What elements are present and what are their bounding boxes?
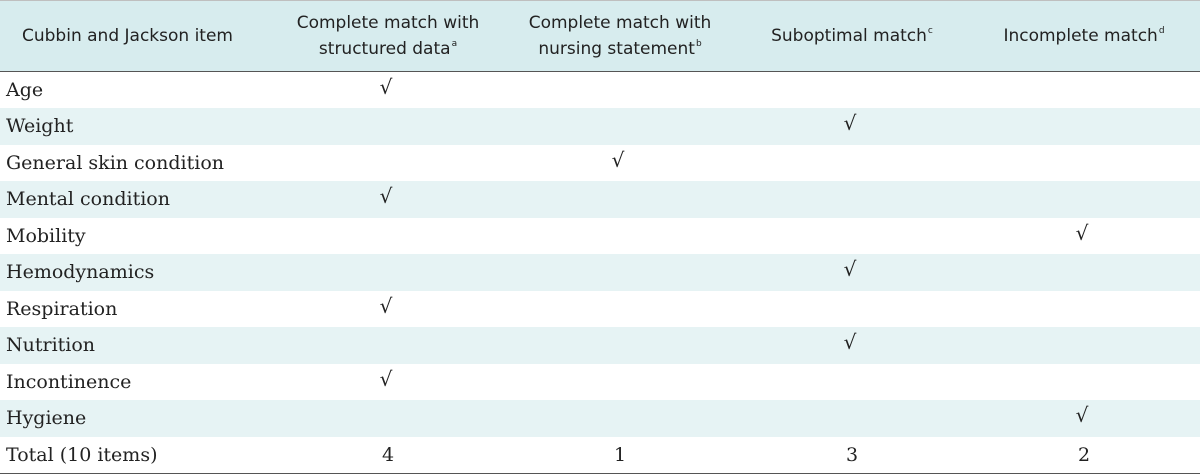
row-item-label: Hemodynamics xyxy=(6,261,155,284)
total-suboptimal: 3 xyxy=(736,436,968,474)
cell-complete-nursing xyxy=(504,72,736,109)
cell-complete-structured xyxy=(272,254,504,291)
header-cubbin-jackson-item: Cubbin and Jackson item xyxy=(0,0,272,72)
table-row: Hygiene √ xyxy=(0,400,1200,437)
cell-complete-nursing xyxy=(504,400,736,437)
cell-incomplete: √ xyxy=(1075,403,1089,428)
header-complete-structured: Complete match with structured dataa xyxy=(272,0,504,72)
cell-complete-structured: √ xyxy=(379,75,393,99)
total-complete-nursing: 1 xyxy=(504,436,736,474)
cell-incomplete xyxy=(968,72,1200,109)
cell-incomplete xyxy=(968,254,1200,291)
cell-incomplete xyxy=(968,145,1200,182)
cell-suboptimal: √ xyxy=(843,257,857,282)
row-item-label: Age xyxy=(6,79,44,101)
table-row: Incontinence √ xyxy=(0,364,1200,401)
cell-complete-structured xyxy=(272,327,504,364)
row-item-label: Hygiene xyxy=(6,407,87,430)
cell-complete-structured xyxy=(272,218,504,255)
cell-incomplete xyxy=(968,181,1200,218)
cell-incomplete xyxy=(968,291,1200,328)
total-complete-structured: 4 xyxy=(272,436,504,474)
cell-suboptimal xyxy=(736,181,968,218)
row-item-label: Weight xyxy=(6,115,74,138)
cell-incomplete xyxy=(968,327,1200,364)
table-row: Hemodynamics √ xyxy=(0,254,1200,291)
cell-suboptimal xyxy=(736,400,968,437)
cell-complete-structured xyxy=(272,108,504,145)
row-item-label: Mobility xyxy=(6,224,86,247)
cell-complete-nursing xyxy=(504,181,736,218)
table-body: Age √ Weight √ General skin condition √ xyxy=(0,72,1200,474)
total-label: Total (10 items) xyxy=(0,436,272,474)
cell-incomplete xyxy=(968,364,1200,401)
cell-complete-nursing xyxy=(504,254,736,291)
cell-complete-nursing: √ xyxy=(611,147,625,172)
cell-complete-nursing xyxy=(504,327,736,364)
cell-suboptimal xyxy=(736,364,968,401)
table-row: Mental condition √ xyxy=(0,181,1200,218)
cell-complete-structured xyxy=(272,400,504,437)
table-total-row: Total (10 items) 4 1 3 2 xyxy=(0,436,1200,474)
cell-suboptimal: √ xyxy=(843,111,857,136)
cell-suboptimal xyxy=(736,72,968,109)
table-row: General skin condition √ xyxy=(0,145,1200,182)
cell-complete-structured: √ xyxy=(379,184,393,209)
cell-incomplete: √ xyxy=(1075,220,1089,245)
row-item-label: Incontinence xyxy=(6,370,132,393)
cell-complete-structured: √ xyxy=(379,293,393,318)
total-incomplete: 2 xyxy=(968,436,1200,474)
cell-complete-nursing xyxy=(504,291,736,328)
table-row: Respiration √ xyxy=(0,291,1200,328)
table-row: Nutrition √ xyxy=(0,327,1200,364)
table-row: Weight √ xyxy=(0,108,1200,145)
cell-suboptimal: √ xyxy=(843,330,857,355)
cell-suboptimal xyxy=(736,218,968,255)
header-incomplete: Incomplete matchd xyxy=(968,0,1200,72)
cell-suboptimal xyxy=(736,291,968,328)
row-item-label: Mental condition xyxy=(6,188,170,211)
cell-complete-nursing xyxy=(504,218,736,255)
cell-complete-structured: √ xyxy=(379,366,393,391)
row-item-label: Nutrition xyxy=(6,334,96,357)
table-row: Mobility √ xyxy=(0,218,1200,255)
cell-complete-structured xyxy=(272,145,504,182)
cell-incomplete xyxy=(968,108,1200,145)
cell-complete-nursing xyxy=(504,364,736,401)
table-row: Age √ xyxy=(0,72,1200,109)
header-complete-nursing: Complete match with nursing statementb xyxy=(504,0,736,72)
cell-suboptimal xyxy=(736,145,968,182)
cell-complete-nursing xyxy=(504,108,736,145)
row-item-label: Respiration xyxy=(6,297,118,320)
header-suboptimal: Suboptimal matchc xyxy=(736,0,968,72)
table-header-row: Cubbin and Jackson item Complete match w… xyxy=(0,0,1200,72)
row-item-label: General skin condition xyxy=(6,151,224,174)
